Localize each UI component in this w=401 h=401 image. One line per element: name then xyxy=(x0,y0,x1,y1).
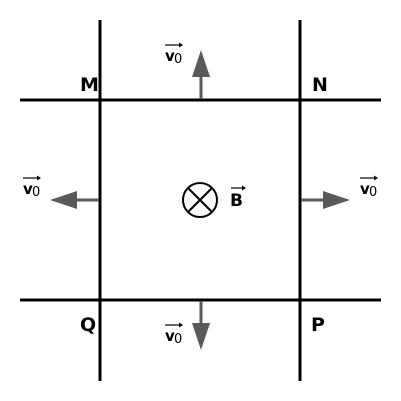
velocity-symbol: v xyxy=(165,47,175,65)
vector-arrow-icon xyxy=(165,42,183,48)
velocity-label-right: v 0 xyxy=(360,175,378,200)
corner-label-n: N xyxy=(312,74,328,96)
velocity-label-bottom: v 0 xyxy=(165,322,183,347)
vector-arrow-icon xyxy=(165,322,183,328)
field-label: B xyxy=(230,185,246,211)
velocity-subscript: 0 xyxy=(369,185,377,200)
arrow-up-icon xyxy=(192,50,210,99)
into-page-icon xyxy=(182,182,218,218)
velocity-subscript: 0 xyxy=(174,332,182,347)
velocity-arrows xyxy=(50,50,350,350)
vector-arrow-icon xyxy=(231,185,246,191)
vector-arrow-icon xyxy=(23,175,41,181)
corner-label-q: Q xyxy=(80,314,96,336)
arrow-right-icon xyxy=(301,191,350,209)
velocity-label-top: v 0 xyxy=(165,42,183,67)
velocity-label-left: v 0 xyxy=(23,175,41,200)
velocity-symbol: v xyxy=(23,180,33,198)
frame-lines xyxy=(20,20,381,381)
corner-label-p: P xyxy=(311,314,325,336)
field-symbol: B xyxy=(230,191,243,211)
velocity-symbol: v xyxy=(360,180,370,198)
velocity-symbol: v xyxy=(165,327,175,345)
vector-arrow-icon xyxy=(360,175,378,181)
arrow-down-icon xyxy=(192,301,210,350)
arrow-left-icon xyxy=(50,191,99,209)
velocity-subscript: 0 xyxy=(174,52,182,67)
velocity-subscript: 0 xyxy=(32,185,40,200)
corner-label-m: M xyxy=(80,74,99,96)
